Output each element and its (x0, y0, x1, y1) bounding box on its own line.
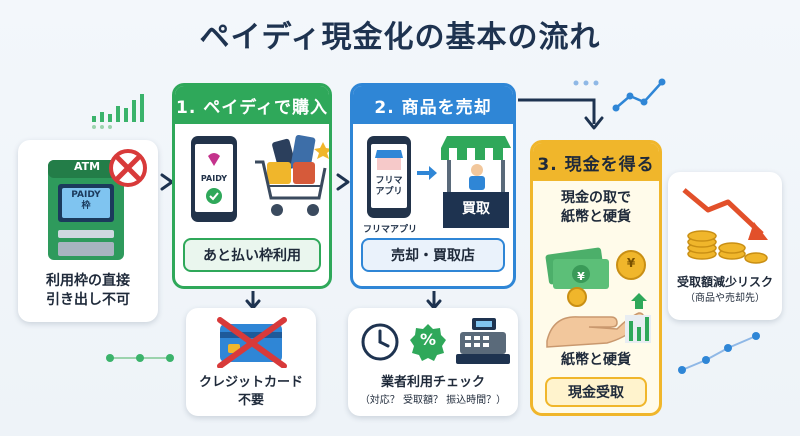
no-credit-card: クレジットカード 不要 (186, 308, 316, 416)
risk-caption: 受取額減少リスク (676, 275, 773, 289)
step3-top-caption: 現金の取で 紙幣と硬貨 (561, 190, 631, 225)
cash-register-icon (456, 318, 510, 364)
phone-caption: フリマアプリ (362, 225, 417, 235)
coins-down-icon (682, 188, 768, 264)
phone-app-text: フリマ アプリ (375, 176, 403, 197)
network-icon-right (678, 332, 760, 374)
step1-card: 1. ペイディで購入 PAIDY あと払い枠利用 (172, 83, 332, 289)
network-icon (106, 354, 174, 362)
bar-sparkline-icon (92, 94, 144, 129)
atm-screen-text: PAIDY 枠 (71, 190, 101, 211)
vendor-check-card: % 業者利用チェック （対応？ 受取額？ 振込時間？） (348, 308, 518, 416)
dots-icon (573, 80, 599, 86)
percent-symbol: % (419, 330, 437, 349)
step3-pill: 現金受取 (545, 377, 647, 407)
step2-pill: 売却・買取店 (361, 238, 505, 272)
atm-icon (48, 160, 124, 260)
page-title: ペイディ現金化の基本の流れ (199, 20, 601, 55)
step3-header: 3. 現金を得る (533, 143, 659, 181)
phone-app-icon (367, 136, 411, 218)
vendor-check-sub: （対応？ 受取額？ 振込時間？） (359, 395, 507, 406)
shopping-cart-icon (255, 134, 329, 216)
yen-note-symbol: ¥ (577, 270, 585, 283)
step1-header: 1. ペイディで購入 (175, 86, 329, 124)
step3-card: 3. 現金を得る 現金の取で 紙幣と硬貨 ¥ ¥ 紙幣と硬貨 現金受取 (530, 140, 662, 416)
atm-caption: 利用枠の直接 引き出し不可 (46, 273, 130, 308)
risk-card: 受取額減少リスク （商品や売却先） (668, 172, 782, 320)
arrow-right-small-icon (417, 166, 437, 180)
elbow-arrow-icon (518, 98, 604, 130)
percent-badge-icon (410, 324, 446, 361)
shop-stall-icon (441, 136, 511, 228)
vendor-check-caption: 業者利用チェック (380, 375, 485, 390)
credit-card-crossed-icon (217, 317, 287, 368)
cash-hand-icon (545, 247, 651, 348)
yen-coin-symbol: ¥ (626, 256, 636, 270)
prohibited-icon (109, 149, 147, 187)
arrow-right-icon (336, 173, 350, 191)
step1-pill: あと払い枠利用 (183, 238, 321, 272)
step2-card: 2. 商品を売却 フリマ アプリ フリマアプリ 買取 売却・買取店 (350, 83, 516, 289)
risk-sub: （商品や売却先） (685, 293, 765, 304)
atm-label: ATM (73, 160, 101, 173)
clock-icon (361, 323, 399, 361)
shop-sign: 買取 (462, 201, 490, 217)
no-credit-caption: クレジットカード 不要 (198, 375, 303, 408)
phone-icon (191, 136, 237, 222)
atm-card: ATM PAIDY 枠 利用枠の直接 引き出し不可 (18, 140, 158, 322)
line-chart-icon (612, 78, 666, 112)
step3-bottom-caption: 紙幣と硬貨 (561, 352, 631, 368)
step2-header: 2. 商品を売却 (353, 86, 513, 124)
phone-brand: PAIDY (200, 174, 228, 183)
